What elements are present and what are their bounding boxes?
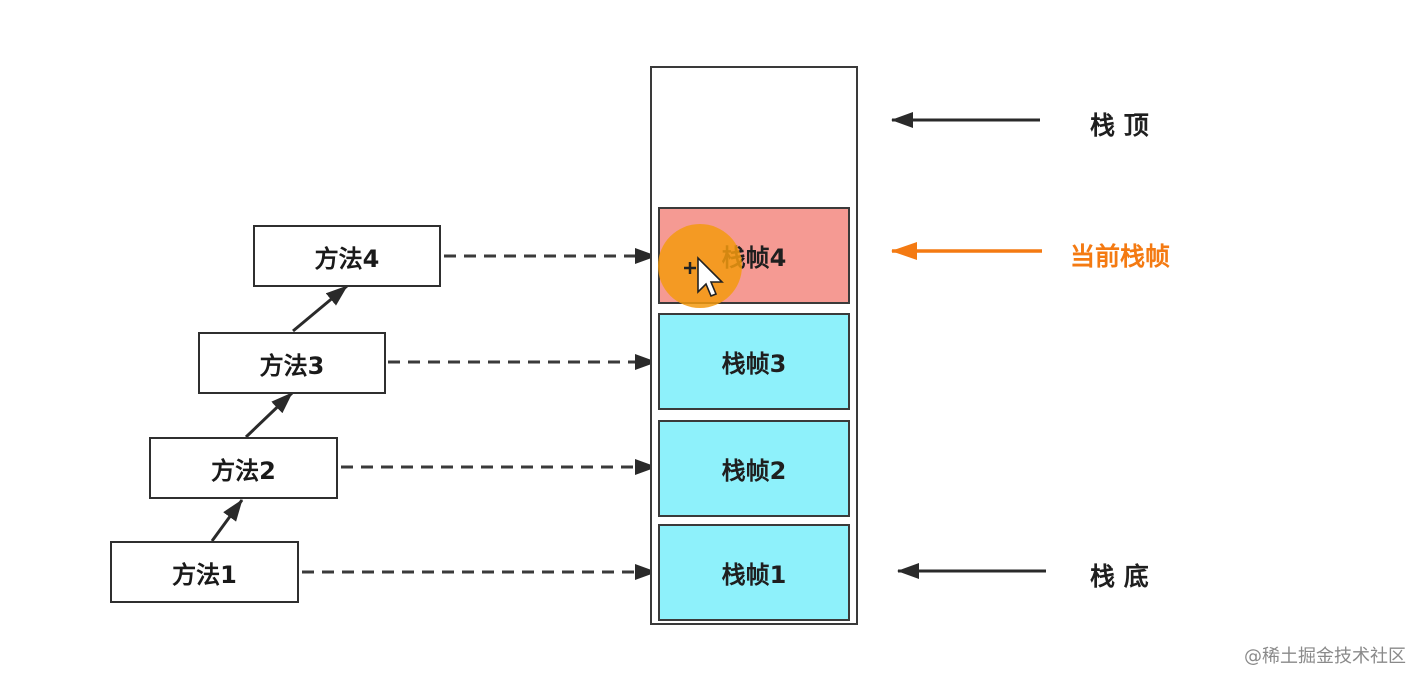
stack-bottom-label: 栈 底 <box>1090 562 1149 591</box>
stack-top-label: 栈 顶 <box>1090 111 1149 140</box>
method-box-1: 方法1 <box>110 541 299 603</box>
method-box-2: 方法2 <box>149 437 338 499</box>
method-box-4: 方法4 <box>253 225 441 287</box>
method-label-1: 方法1 <box>172 560 237 589</box>
call-arrow-1-to-2 <box>210 499 244 542</box>
current-frame-label: 当前栈帧 <box>1070 242 1171 271</box>
call-arrow-2-to-3 <box>244 391 294 439</box>
stack-frame-1: 栈帧1 <box>658 524 850 621</box>
stack-frame-3: 栈帧3 <box>658 313 850 410</box>
stack-frame-label-2: 栈帧2 <box>721 457 787 485</box>
stack-frame-4: 栈帧4 <box>658 207 850 304</box>
stack-frame-label-3: 栈帧3 <box>721 350 787 378</box>
method-label-4: 方法4 <box>314 244 380 273</box>
method-label-2: 方法2 <box>211 456 276 485</box>
method-box-3: 方法3 <box>198 332 386 394</box>
stack-frame-label-4: 栈帧4 <box>721 244 787 272</box>
method-label-3: 方法3 <box>259 351 325 380</box>
call-arrow-3-to-4 <box>292 284 348 333</box>
stack-frame-label-1: 栈帧1 <box>721 561 787 589</box>
stack-frame-2: 栈帧2 <box>658 420 850 517</box>
watermark: @稀土掘金技术社区 <box>1244 646 1406 667</box>
